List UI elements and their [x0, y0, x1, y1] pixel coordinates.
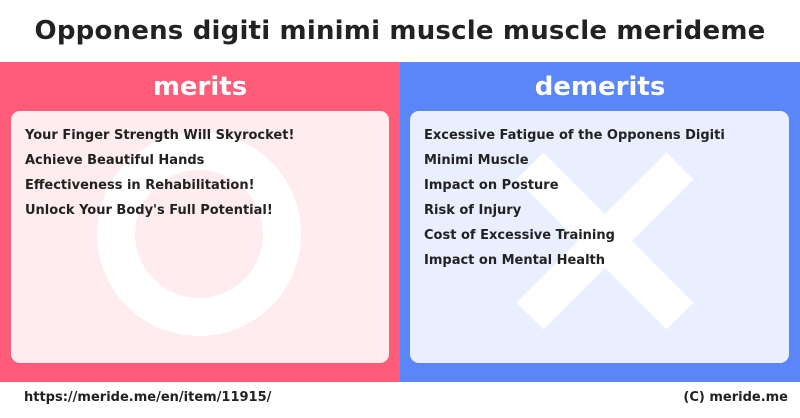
merits-item: Achieve Beautiful Hands — [25, 153, 205, 168]
merits-panel: merits Your Finger Strength Will Skyrock… — [0, 62, 400, 382]
demerits-item: Impact on Mental Health — [424, 253, 605, 268]
demerits-item: Cost of Excessive Training — [424, 228, 615, 243]
demerits-list: Excessive Fatigue of the Opponens Digiti… — [424, 123, 775, 273]
demerits-panel: demerits Excessive Fatigue of the Oppone… — [400, 62, 800, 382]
source-link[interactable]: https://meride.me/en/item/11915/ — [24, 390, 272, 405]
demerits-card: Excessive Fatigue of the Opponens Digiti… — [410, 111, 789, 363]
demerits-item: Risk of Injury — [424, 203, 522, 218]
demerits-item: Excessive Fatigue of the Opponens Digiti… — [424, 128, 725, 168]
page-title: Opponens digiti minimi muscle muscle mer… — [34, 16, 766, 46]
merits-item: Unlock Your Body's Full Potential! — [25, 203, 273, 218]
merits-card: Your Finger Strength Will Skyrocket! Ach… — [11, 111, 389, 363]
merits-item: Your Finger Strength Will Skyrocket! — [25, 128, 295, 143]
cross-icon — [516, 152, 694, 330]
merits-heading: merits — [152, 72, 248, 102]
demerits-item: Impact on Posture — [424, 178, 559, 193]
merits-item: Effectiveness in Rehabilitation! — [25, 178, 255, 193]
merits-list: Your Finger Strength Will Skyrocket! Ach… — [25, 123, 375, 223]
copyright-text: (C) meride.me — [683, 390, 788, 405]
circle-icon — [97, 132, 301, 336]
demerits-heading: demerits — [534, 72, 666, 102]
